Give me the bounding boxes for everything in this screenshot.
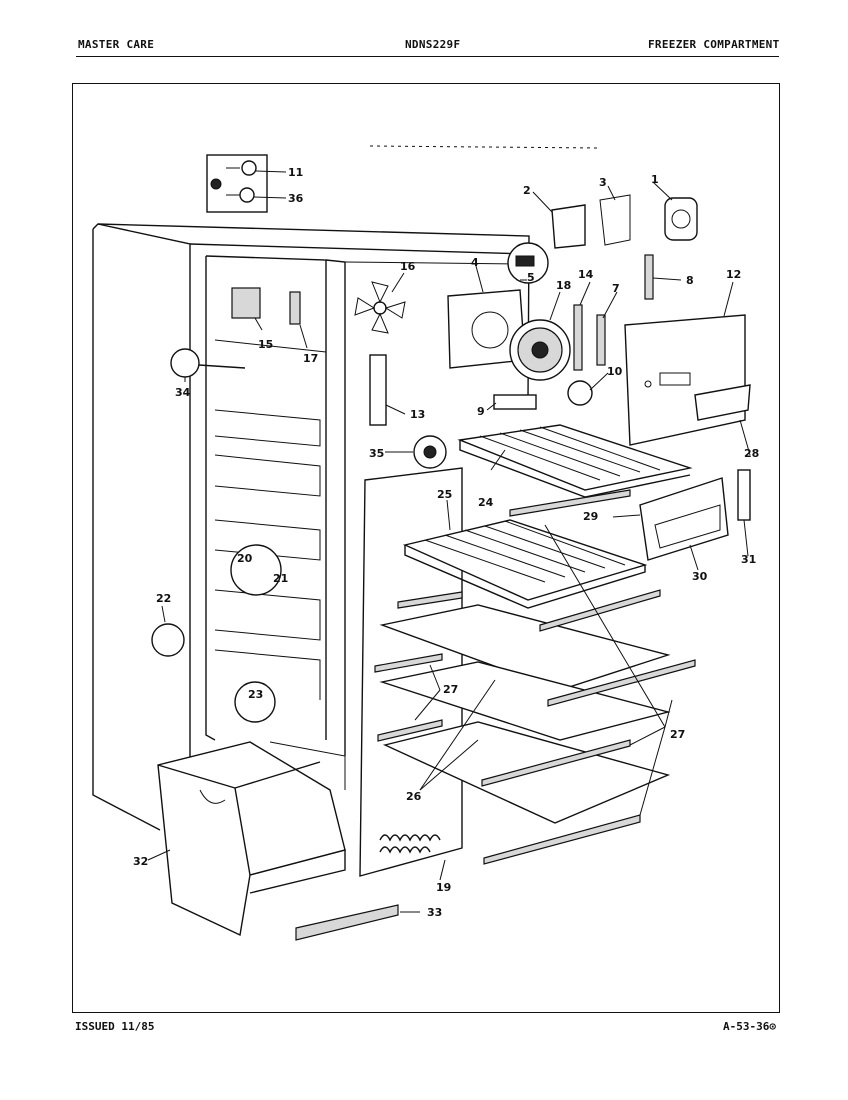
grommet-part <box>515 255 535 267</box>
leader-lines <box>147 181 751 913</box>
callout-36: 36 <box>288 192 304 205</box>
callout-2: 2 <box>523 184 531 197</box>
callout-28: 28 <box>744 447 759 460</box>
cabinet-shell <box>92 223 530 831</box>
callout-18: 18 <box>556 279 571 292</box>
callout-24: 24 <box>478 496 494 509</box>
part-3-bracket <box>599 194 631 246</box>
callout-20: 20 <box>237 552 253 565</box>
wire-shelf-top <box>457 424 693 498</box>
callout-27-right: 27 <box>670 728 685 741</box>
detail-23 <box>234 681 276 723</box>
detail-20-21 <box>230 544 282 596</box>
callout-29: 29 <box>583 510 598 523</box>
fan-motor <box>509 319 571 381</box>
fan-mount <box>369 354 387 426</box>
callout-31: 31 <box>741 553 756 566</box>
callout-7: 7 <box>612 282 620 295</box>
callout-30: 30 <box>692 570 708 583</box>
callout-10: 10 <box>607 365 623 378</box>
header-rule <box>76 56 779 57</box>
lamp-socket <box>493 394 537 410</box>
callout-35: 35 <box>369 447 384 460</box>
cover-handle <box>694 384 751 421</box>
part-1-cap <box>664 197 698 241</box>
part-7-strip <box>596 314 606 366</box>
callout-8: 8 <box>686 274 694 287</box>
callout-21: 21 <box>273 572 288 585</box>
callout-3: 3 <box>599 176 607 189</box>
callout-16: 16 <box>400 260 416 273</box>
part-8-strip <box>644 254 654 300</box>
part-14-strip <box>573 304 583 371</box>
thermostat-15 <box>231 287 261 319</box>
page-code-mark: ⊙ <box>769 1020 776 1033</box>
shelf-rails <box>374 489 696 865</box>
callout-12: 12 <box>726 268 741 281</box>
page-code: A-53-36⊙ <box>723 1020 776 1033</box>
diagram-frame <box>72 83 780 1013</box>
issued-date: ISSUED 11/85 <box>75 1020 155 1033</box>
section-title: FREEZER COMPARTMENT <box>648 38 780 51</box>
callout-22: 22 <box>156 592 171 605</box>
rear-panel <box>359 467 463 877</box>
callout-25: 25 <box>437 488 452 501</box>
callout-5: 5 <box>527 271 535 284</box>
callout-17: 17 <box>303 352 318 365</box>
callout-26: 26 <box>406 790 422 803</box>
model-number: NDNS229F <box>405 38 461 51</box>
callout-1: 1 <box>651 173 659 186</box>
drawer-bracket <box>737 469 751 521</box>
callout-9: 9 <box>477 405 485 418</box>
callout-27-left: 27 <box>443 683 458 696</box>
evaporator-cover <box>624 314 746 446</box>
callout-14: 14 <box>578 268 594 281</box>
callout-11: 11 <box>288 166 303 179</box>
callout-32: 32 <box>133 855 148 868</box>
callout-13: 13 <box>410 408 425 421</box>
callout-34: 34 <box>175 386 191 399</box>
inset-box <box>206 154 287 213</box>
wire-shelf-upper <box>402 519 648 609</box>
bin-rail <box>295 904 399 941</box>
page-code-text: A-53-36 <box>723 1020 770 1033</box>
storage-bin <box>157 741 346 937</box>
detail-22 <box>151 623 185 657</box>
ice-drawer <box>639 477 729 561</box>
part-2-bracket <box>551 204 586 249</box>
light-bulb <box>567 380 593 406</box>
fan-blade <box>354 281 406 334</box>
callout-33: 33 <box>427 906 442 919</box>
callout-23: 23 <box>248 688 263 701</box>
callout-19: 19 <box>436 881 451 894</box>
brand-label: MASTER CARE <box>78 38 155 51</box>
callout-4: 4 <box>471 256 479 269</box>
clip-17 <box>289 291 301 325</box>
callout-15: 15 <box>258 338 273 351</box>
dashed-guide <box>369 145 601 149</box>
control-knob <box>170 348 200 378</box>
